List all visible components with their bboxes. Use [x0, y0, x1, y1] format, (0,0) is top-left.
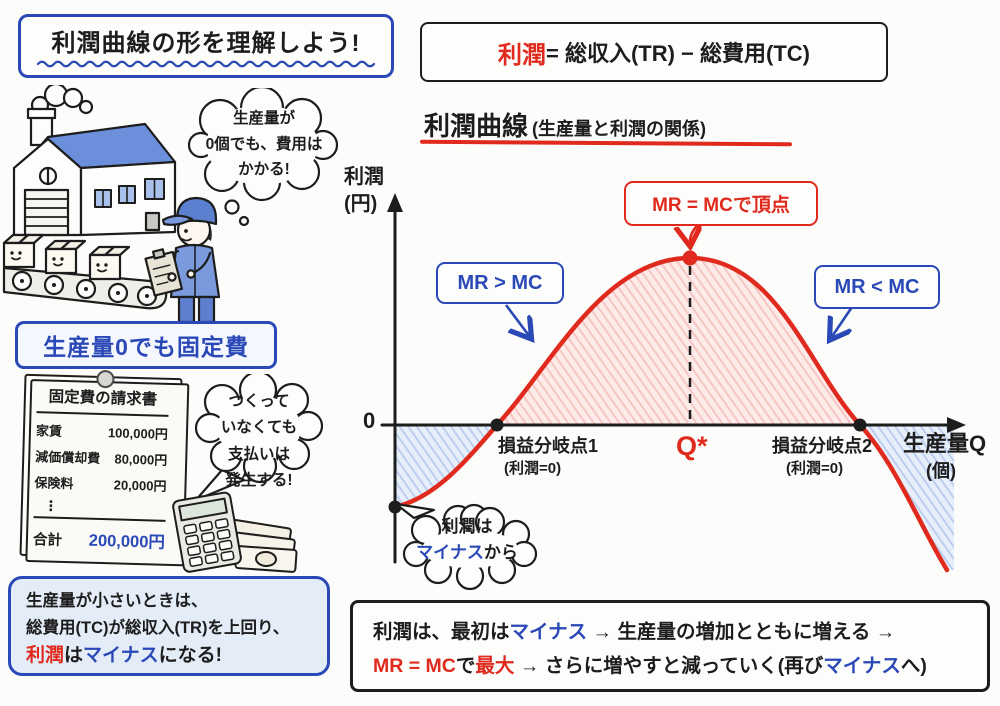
summary-line-2: MR = MCで最大 → さらに増やすと減っていく(再びマイナスへ)	[373, 655, 927, 678]
profit-formula-box: 利潤 = 総収入(TR) − 総費用(TC)	[420, 22, 888, 82]
formula-rest: = 総収入(TR) − 総費用(TC)	[546, 41, 810, 66]
worker-illustration	[144, 196, 221, 330]
x-axis-unit: (個)	[926, 461, 956, 481]
note-conclusion: 利潤はマイナスになる!	[26, 645, 222, 667]
money-icon	[228, 518, 298, 573]
negative-profit-area-left	[395, 425, 497, 507]
minus-start-bubble	[394, 502, 538, 590]
fixed-cost-label: 生産量0でも固定費	[15, 321, 277, 369]
breakeven-2-label: 損益分岐点2	[772, 436, 873, 456]
peak-arrow	[690, 223, 699, 244]
product-box-icon	[2, 233, 45, 269]
y-axis-label: 利潤 (円)	[344, 166, 384, 215]
thought-bubble-text: 生産量が 0個でも、費用は かかる!	[205, 110, 323, 179]
speech-bubble-text: つくって いなくても 支払いは 発生する!	[220, 393, 298, 490]
y-axis-arrowhead	[387, 193, 403, 212]
mr-gt-arrow	[504, 304, 530, 337]
calculator-money-illustration	[172, 491, 298, 573]
thought-bubble	[188, 88, 338, 227]
speech-bubble	[194, 374, 324, 502]
invoice-total-row: 合計 200,000円	[32, 516, 166, 553]
breakeven-dot-1	[490, 418, 504, 432]
product-box-icon	[88, 245, 131, 281]
x-axis-label: 生産量Q	[903, 431, 987, 456]
origin-zero-label: 0	[363, 408, 376, 433]
low-output-note-box: 生産量が小さいときは、 総費用(TC)が総収入(TR)を上回り、 利潤はマイナス…	[8, 576, 330, 676]
negative-profit-area-right	[860, 425, 954, 570]
x-axis-arrowhead	[947, 417, 966, 433]
chart-heading: 利潤曲線 (生産量と利潤の関係)	[424, 106, 706, 143]
chart-heading-main: 利潤曲線	[424, 111, 529, 141]
garage-door	[23, 188, 70, 237]
chart-heading-sub: (生産量と利潤の関係)	[532, 119, 707, 139]
lesson-title-box: 利潤曲線の形を理解しよう!	[18, 14, 394, 78]
breakeven-2-sublabel: (利潤=0)	[786, 460, 844, 477]
invoice-title: 固定費の請求書	[36, 384, 170, 417]
profit-curve-chart	[380, 193, 966, 573]
mr-equals-mc-box: MR = MCで頂点	[624, 181, 818, 226]
heading-red-underline	[419, 139, 793, 147]
factory-illustration	[2, 85, 221, 330]
breakeven-1-sublabel: (利潤=0)	[504, 460, 562, 477]
peak-dot	[682, 250, 698, 266]
breakeven-1-label: 損益分岐点1	[498, 436, 599, 456]
formula-profit-term: 利潤	[498, 41, 546, 69]
calculator-icon	[172, 491, 242, 573]
summary-line-1: 利潤は、最初はマイナス → 生産量の増加とともに増える →	[373, 621, 896, 643]
product-box-icon	[44, 239, 87, 275]
mr-greater-mc-box: MR > MC	[436, 262, 564, 304]
minus-start-bubble-text: 利潤は マイナスから	[416, 517, 518, 563]
side-door	[144, 211, 161, 232]
worker-legs	[177, 295, 196, 325]
breakeven-dot-2	[853, 418, 867, 432]
summary-box: 利潤は、最初はマイナス → 生産量の増加とともに増える → MR = MCで最大…	[350, 600, 990, 692]
wavy-underline	[36, 60, 376, 67]
lesson-title: 利潤曲線の形を理解しよう!	[51, 29, 361, 57]
q-star-label: Q*	[676, 431, 708, 461]
mr-lt-arrow	[831, 306, 854, 338]
thought-trail-dot	[238, 215, 250, 227]
invoice-ellipsis: ⋮	[43, 497, 59, 514]
mr-less-mc-box: MR < MC	[814, 265, 940, 309]
thought-trail-dot	[224, 199, 240, 215]
